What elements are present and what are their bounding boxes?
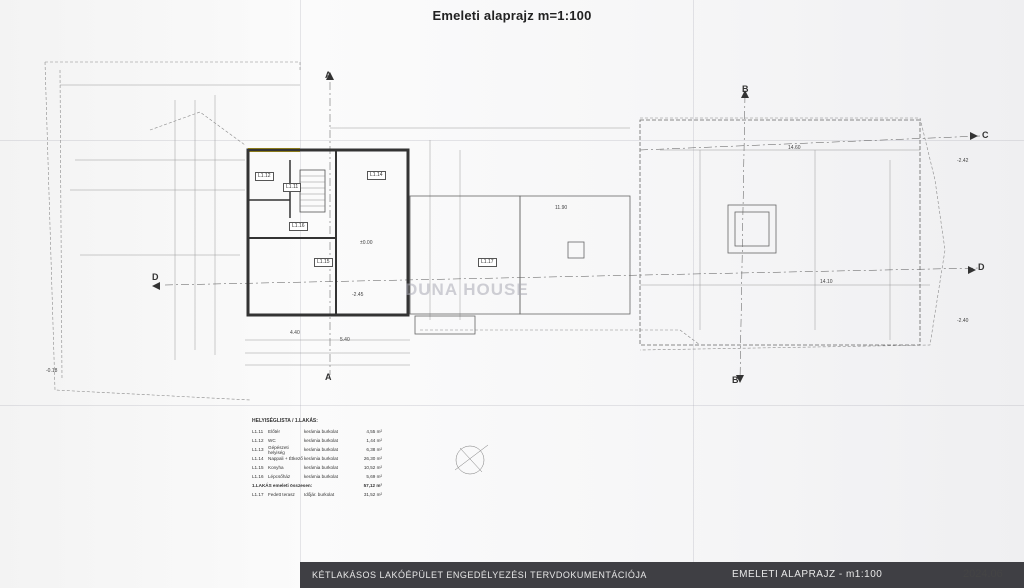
watermark: DUNA HOUSE xyxy=(405,280,529,299)
section-marker-c: C xyxy=(982,130,989,140)
sheet-title: EMELETI ALAPRAJZ - m1:100 xyxy=(732,569,883,580)
fold-line xyxy=(0,405,1024,406)
room-tag: L1.14 xyxy=(367,171,386,180)
section-arrow-heads xyxy=(152,72,978,383)
level-label: -2.45 xyxy=(352,292,364,298)
north-arrow xyxy=(454,444,489,475)
room-tag: L1.11 xyxy=(283,183,302,192)
room-tag: L1.16 xyxy=(289,222,308,231)
schedule-title: HELYISÉGLISTA / 1.LAKÁS: xyxy=(252,418,318,424)
fold-line xyxy=(693,0,694,588)
terrace-outline xyxy=(409,119,921,346)
room-tag: L1.12 xyxy=(255,172,274,181)
section-marker-a-top: A xyxy=(325,70,332,80)
section-marker-d-right: D xyxy=(978,262,985,272)
site-outline xyxy=(44,61,946,401)
dimension-label: 14.10 xyxy=(820,279,833,285)
fold-line xyxy=(0,140,1024,141)
drawing-title: Emeleti alaprajz m=1:100 xyxy=(432,8,592,23)
schedule-sum: 1.LAKÁS emeleti összesen:57,12 m² xyxy=(252,483,382,488)
section-marker-d-left: D xyxy=(152,272,159,282)
dimension-lines xyxy=(60,84,930,366)
title-block: KÉTLAKÁSOS LAKÓÉPÜLET ENGEDÉLYEZÉSI TERV… xyxy=(300,562,1024,588)
level-label: -2.40 xyxy=(957,318,969,324)
dimension-label: 14.60 xyxy=(788,145,801,151)
section-marker-b-top: B xyxy=(742,84,749,94)
fold-line xyxy=(300,0,301,588)
room-tag: L1.17 xyxy=(478,258,497,267)
section-marker-b-bottom: B xyxy=(732,375,739,385)
level-label: ±0.00 xyxy=(360,240,373,246)
sheet-date: 2024.06 xyxy=(963,568,1003,580)
level-label: -2.42 xyxy=(957,158,969,164)
project-title: KÉTLAKÁSOS LAKÓÉPÜLET ENGEDÉLYEZÉSI TERV… xyxy=(312,570,647,580)
dimension-label: 11.90 xyxy=(555,205,568,211)
level-label: -0.18 xyxy=(46,368,58,374)
section-lines xyxy=(164,82,981,381)
room-tag: L1.15 xyxy=(314,258,333,267)
dimension-label: 4.40 xyxy=(290,330,300,336)
dimension-label: 5.40 xyxy=(340,337,350,343)
section-marker-a-bottom: A xyxy=(325,372,332,382)
unit-walls xyxy=(246,148,410,317)
